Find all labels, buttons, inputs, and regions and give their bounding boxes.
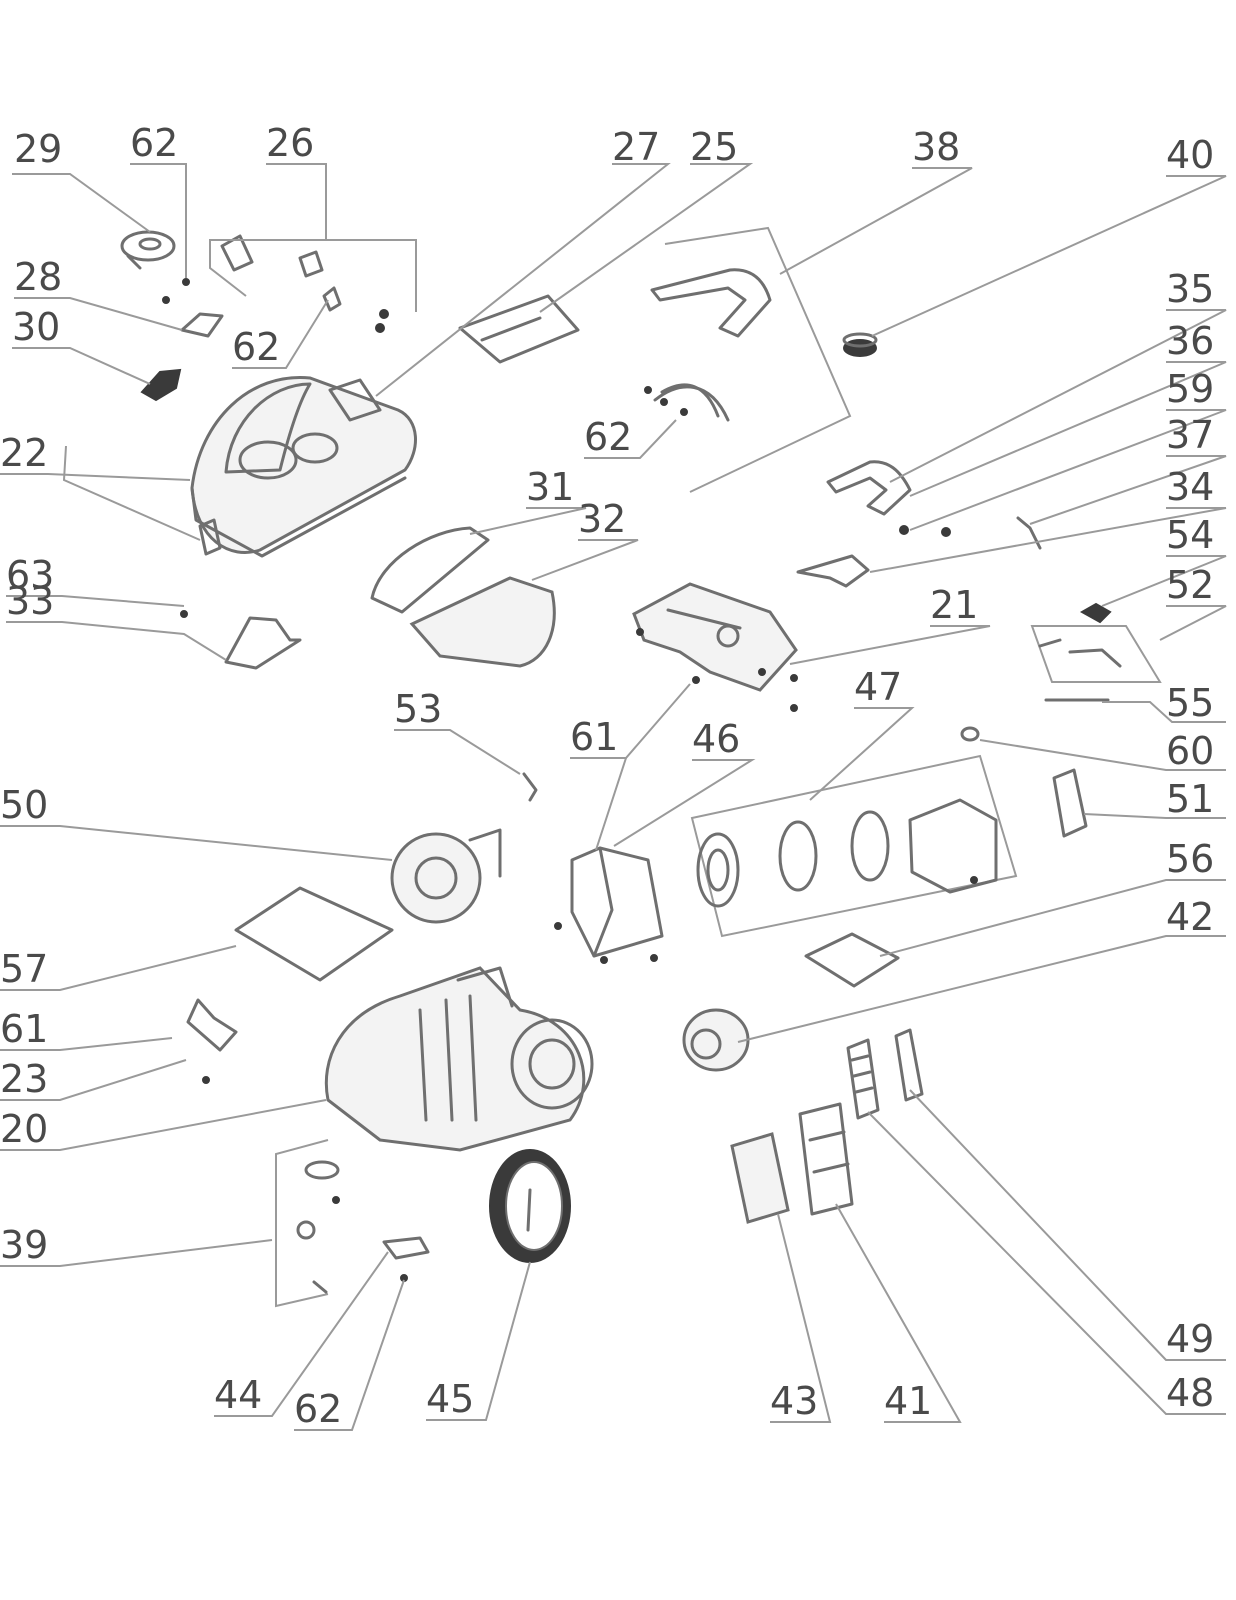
part-21-motor-cover bbox=[632, 582, 798, 712]
callout-c62a: 62 bbox=[130, 121, 178, 165]
callout-c61b: 61 bbox=[0, 1007, 48, 1051]
callout-c38: 38 bbox=[912, 125, 960, 169]
part-52 bbox=[1030, 625, 1162, 683]
callout-c34: 34 bbox=[1166, 465, 1214, 509]
callout-c27: 27 bbox=[612, 125, 660, 169]
callout-c25: 25 bbox=[690, 125, 738, 169]
part-33 bbox=[224, 616, 302, 670]
part-30 bbox=[140, 368, 182, 402]
callout-c36: 36 bbox=[1166, 319, 1214, 363]
callout-c53: 53 bbox=[394, 687, 442, 731]
part-60 bbox=[960, 726, 980, 742]
part-35-36 bbox=[826, 460, 951, 537]
callout-c46: 46 bbox=[692, 717, 740, 761]
callout-c40: 40 bbox=[1166, 133, 1214, 177]
part-40 bbox=[842, 332, 878, 357]
callout-c48: 48 bbox=[1166, 1371, 1214, 1415]
part-45-wheel bbox=[489, 1149, 571, 1263]
callout-c26: 26 bbox=[266, 121, 314, 165]
callout-c35: 35 bbox=[1166, 267, 1214, 311]
callout-c30: 30 bbox=[12, 305, 60, 349]
callout-c47: 47 bbox=[854, 665, 902, 709]
part-34 bbox=[796, 554, 870, 588]
part-38-handle bbox=[644, 226, 852, 493]
callout-c23: 23 bbox=[0, 1057, 48, 1101]
callout-c33: 33 bbox=[6, 579, 54, 623]
callout-c62d: 62 bbox=[294, 1387, 342, 1431]
part-50 bbox=[390, 828, 502, 924]
callout-c20: 20 bbox=[0, 1107, 48, 1151]
part-44 bbox=[382, 1236, 430, 1282]
part-57 bbox=[234, 886, 394, 982]
callout-c21: 21 bbox=[930, 583, 978, 627]
part-20-body bbox=[324, 966, 594, 1152]
callout-c42: 42 bbox=[1166, 895, 1214, 939]
leader-lines bbox=[0, 163, 1227, 1431]
parts bbox=[120, 226, 1162, 1308]
callout-c22: 22 bbox=[0, 431, 48, 475]
callout-c54: 54 bbox=[1166, 513, 1214, 557]
part-62-screw bbox=[182, 278, 190, 286]
part-31-32 bbox=[370, 526, 556, 668]
part-47-motor bbox=[690, 754, 1018, 938]
callout-c39: 39 bbox=[0, 1223, 48, 1267]
part-54 bbox=[1079, 602, 1112, 624]
part-56 bbox=[804, 932, 900, 988]
callout-c59: 59 bbox=[1166, 367, 1214, 411]
callout-c28: 28 bbox=[14, 255, 62, 299]
part-23 bbox=[186, 998, 238, 1084]
callout-c49: 49 bbox=[1166, 1317, 1214, 1361]
callout-c52: 52 bbox=[1166, 563, 1214, 607]
callout-c55: 55 bbox=[1166, 681, 1214, 725]
part-43 bbox=[730, 1132, 790, 1224]
part-63-screw bbox=[180, 610, 188, 618]
part-51 bbox=[1052, 768, 1088, 838]
part-62-screw-2 bbox=[162, 296, 170, 304]
callout-c51: 51 bbox=[1166, 777, 1214, 821]
callout-c57: 57 bbox=[0, 947, 48, 991]
part-48-49 bbox=[846, 1028, 924, 1120]
part-46-frame bbox=[554, 846, 664, 964]
callout-c50: 50 bbox=[0, 783, 48, 827]
callout-c32: 32 bbox=[578, 497, 626, 541]
part-41 bbox=[798, 1102, 854, 1216]
part-25 bbox=[458, 294, 580, 364]
part-53 bbox=[522, 772, 538, 802]
callout-c62b: 62 bbox=[232, 325, 280, 369]
part-22-top-cover bbox=[190, 376, 417, 558]
callout-c29a: 29 bbox=[14, 127, 62, 171]
part-28 bbox=[180, 312, 224, 338]
callout-c63: 63 bbox=[6, 553, 54, 597]
callout-c45: 45 bbox=[426, 1377, 474, 1421]
callout-c44: 44 bbox=[214, 1373, 262, 1417]
callout-c56: 56 bbox=[1166, 837, 1214, 881]
callout-c31: 31 bbox=[526, 465, 574, 509]
part-26-group bbox=[220, 234, 389, 333]
callout-c61a: 61 bbox=[570, 715, 618, 759]
callout-c37: 37 bbox=[1166, 413, 1214, 457]
part-29 bbox=[120, 230, 176, 270]
callout-c62c: 62 bbox=[584, 415, 632, 459]
part-39-group bbox=[275, 1139, 340, 1308]
callout-c60: 60 bbox=[1166, 729, 1214, 773]
callout-c43: 43 bbox=[770, 1379, 818, 1423]
part-42 bbox=[682, 1008, 750, 1072]
callout-c41: 41 bbox=[884, 1379, 932, 1423]
